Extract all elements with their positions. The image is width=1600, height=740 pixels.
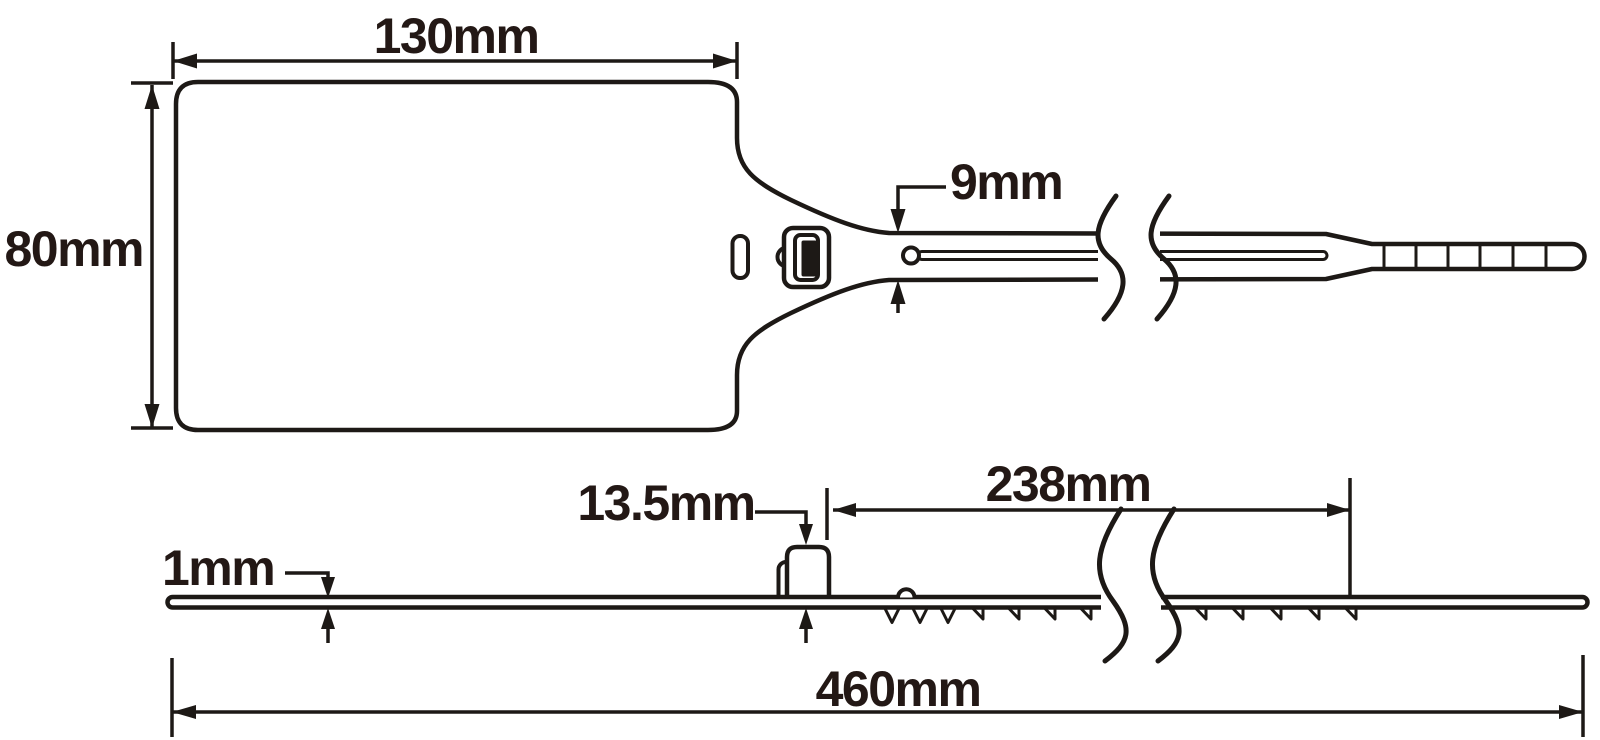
strap-tip-ridges [1382, 244, 1548, 269]
dim-leader-line [285, 571, 330, 580]
arrowhead-down [799, 524, 813, 545]
arrowhead-up [321, 608, 335, 629]
arrowhead-right [1559, 705, 1583, 719]
dim-label-thickness: 1mm [162, 540, 274, 596]
dim-label-tag-width: 130mm [374, 8, 539, 64]
arrowhead-down [144, 404, 160, 428]
arrowhead-down [890, 209, 906, 233]
top-view: 130mm 80mm 9mm [4, 8, 1587, 433]
dim-strap-width: 9mm [890, 154, 1064, 313]
dim-leader-line [896, 185, 946, 215]
tag-body-outline [173, 79, 1587, 433]
serration-teeth-left [883, 607, 1093, 624]
dim-thickness: 1mm [162, 540, 335, 643]
dim-tag-width: 130mm [171, 8, 739, 79]
arrowhead-left [833, 503, 856, 517]
dim-label-tag-height: 80mm [4, 221, 143, 277]
dim-leader-line [755, 510, 808, 527]
lock-housing-top [775, 225, 832, 290]
dim-lock-height: 13.5mm [577, 475, 813, 643]
dim-serration-length: 238mm [825, 456, 1352, 595]
lock-housing-profile [784, 544, 832, 607]
dim-label-strap-width: 9mm [950, 154, 1062, 210]
lock-aperture [801, 240, 817, 277]
arrowhead-down [321, 577, 335, 598]
arrowhead-left [173, 53, 197, 69]
break-symbol-side [1096, 506, 1182, 664]
arrowhead-left [172, 705, 196, 719]
lock-slot [730, 234, 750, 280]
break-symbol-top [1095, 193, 1179, 322]
body-strip-profile [165, 594, 1590, 610]
dim-tag-height: 80mm [4, 81, 173, 430]
pilot-bump-profile [896, 587, 917, 598]
dim-total-length: 460mm [170, 655, 1585, 737]
arrowhead-up [799, 608, 813, 629]
arrowhead-right [713, 53, 737, 69]
strap-pilot-hole [901, 245, 921, 266]
side-view: 1mm 13.5mm 238mm 460mm [162, 456, 1590, 737]
arrowhead-up [144, 85, 160, 109]
dim-label-serration-length: 238mm [986, 456, 1151, 512]
dim-label-total-length: 460mm [816, 661, 981, 717]
dim-label-lock-height: 13.5mm [577, 475, 754, 531]
arrowhead-right [1327, 503, 1350, 517]
arrowhead-up [890, 280, 906, 304]
serration-teeth-right [1194, 607, 1358, 621]
